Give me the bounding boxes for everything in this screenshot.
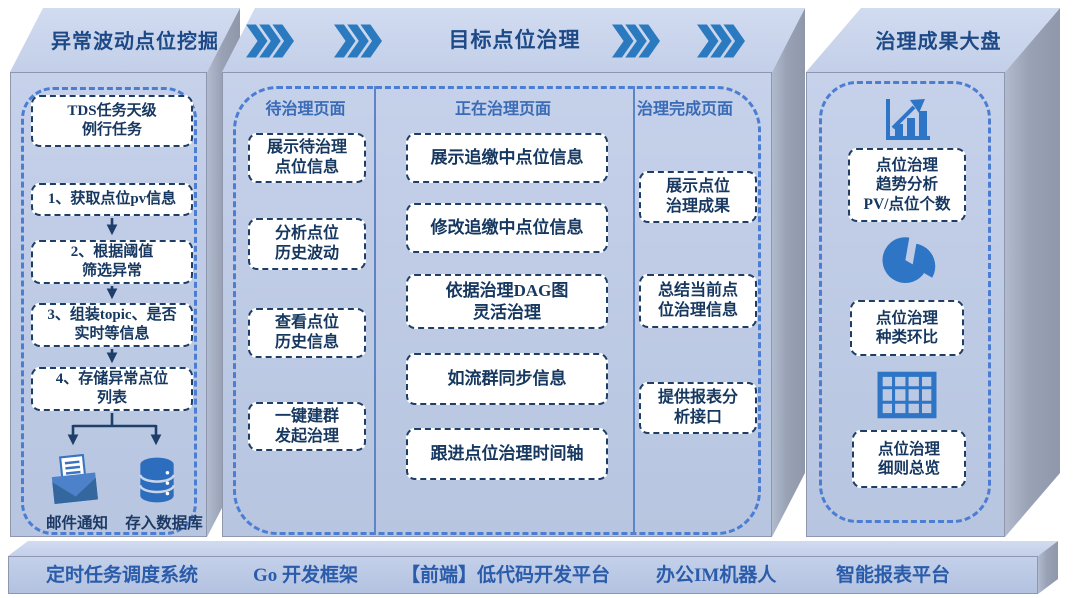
column-header-pending: 待治理页面 (265, 101, 346, 118)
in-progress-col-box: 跟进点位治理时间轴 (406, 428, 608, 480)
middle-panel-top-face: 目标点位治理 (222, 8, 805, 72)
triple-chevron-right-icon (246, 24, 294, 58)
database-icon (139, 457, 175, 503)
bottom-bar-top-face (8, 541, 1058, 556)
left-step-box: 3、组装topic、是否 实时等信息 (31, 303, 193, 347)
right-dashed-container (819, 81, 991, 523)
platform-label-go-framework: Go 开发框架 (253, 565, 359, 586)
bottom-platform-bar: 定时任务调度系统 Go 开发框架 【前端】低代码开发平台 办公IM机器人 智能报… (8, 556, 1038, 594)
left-panel-top-face: 异常波动点位挖掘 (10, 8, 240, 72)
triple-chevron-right-icon (334, 24, 382, 58)
in-progress-col-box: 如流群同步信息 (406, 353, 608, 405)
left-step-box: TDS任务天级 例行任务 (31, 95, 193, 147)
pending-col-box: 分析点位 历史波动 (248, 218, 366, 270)
middle-panel-title: 目标点位治理 (448, 28, 581, 52)
right-panel: 点位治理 趋势分析 PV/点位个数 点位治理 种类环比 点位治理 细则总览 (806, 72, 1005, 537)
flow-arrows (67, 218, 162, 446)
bottom-bar-side-face (1038, 541, 1058, 594)
platform-label-report: 智能报表平台 (836, 565, 951, 586)
middle-dashed-container (233, 86, 761, 535)
column-divider (374, 86, 376, 535)
database-output-label: 存入数据库 (125, 515, 203, 532)
right-panel-title: 治理成果大盘 (875, 31, 1002, 53)
middle-panel: 待治理页面 正在治理页面 治理完成页面 展示待治理 点位信息 分析点位 历史波动… (222, 72, 772, 537)
completed-col-box: 总结当前点 位治理信息 (639, 274, 757, 328)
triple-chevron-right-icon (612, 24, 660, 58)
pending-col-box: 展示待治理 点位信息 (248, 133, 366, 183)
column-header-in-progress: 正在治理页面 (454, 101, 551, 118)
pending-col-box: 查看点位 历史信息 (248, 308, 366, 358)
in-progress-col-box: 依据治理DAG图 灵活治理 (406, 274, 608, 329)
dashboard-item-box: 点位治理 趋势分析 PV/点位个数 (848, 148, 966, 222)
left-step-box: 1、获取点位pv信息 (31, 183, 193, 216)
triple-chevron-right-icon (697, 24, 745, 58)
pie-chart-icon (882, 237, 936, 283)
left-step-box: 4、存储异常点位 列表 (31, 367, 193, 411)
completed-col-box: 展示点位 治理成果 (639, 171, 757, 223)
email-output-label: 邮件通知 (45, 515, 108, 532)
left-step-box: 2、根据阈值 筛选异常 (31, 240, 193, 284)
platform-label-lowcode: 【前端】低代码开发平台 (401, 565, 611, 586)
pending-col-box: 一键建群 发起治理 (248, 402, 366, 451)
middle-panel-side-face (772, 8, 805, 537)
left-panel: TDS任务天级 例行任务 1、获取点位pv信息 2、根据阈值 筛选异常 3、组装… (10, 72, 207, 537)
column-header-completed: 治理完成页面 (636, 101, 733, 118)
bar-chart-icon (886, 99, 930, 140)
left-panel-title: 异常波动点位挖掘 (51, 31, 219, 53)
platform-label-scheduler: 定时任务调度系统 (46, 565, 199, 586)
right-panel-side-face (1005, 8, 1060, 537)
table-icon (877, 371, 937, 419)
column-divider (633, 86, 635, 535)
dashboard-item-box: 点位治理 种类环比 (850, 300, 964, 356)
platform-label-im-bot: 办公IM机器人 (656, 565, 777, 586)
in-progress-col-box: 展示追缴中点位信息 (406, 133, 608, 183)
email-icon (51, 453, 98, 504)
dashboard-item-box: 点位治理 细则总览 (852, 430, 966, 488)
left-dashed-container (21, 87, 197, 535)
completed-col-box: 提供报表分 析接口 (639, 382, 757, 434)
in-progress-col-box: 修改追缴中点位信息 (406, 203, 608, 253)
